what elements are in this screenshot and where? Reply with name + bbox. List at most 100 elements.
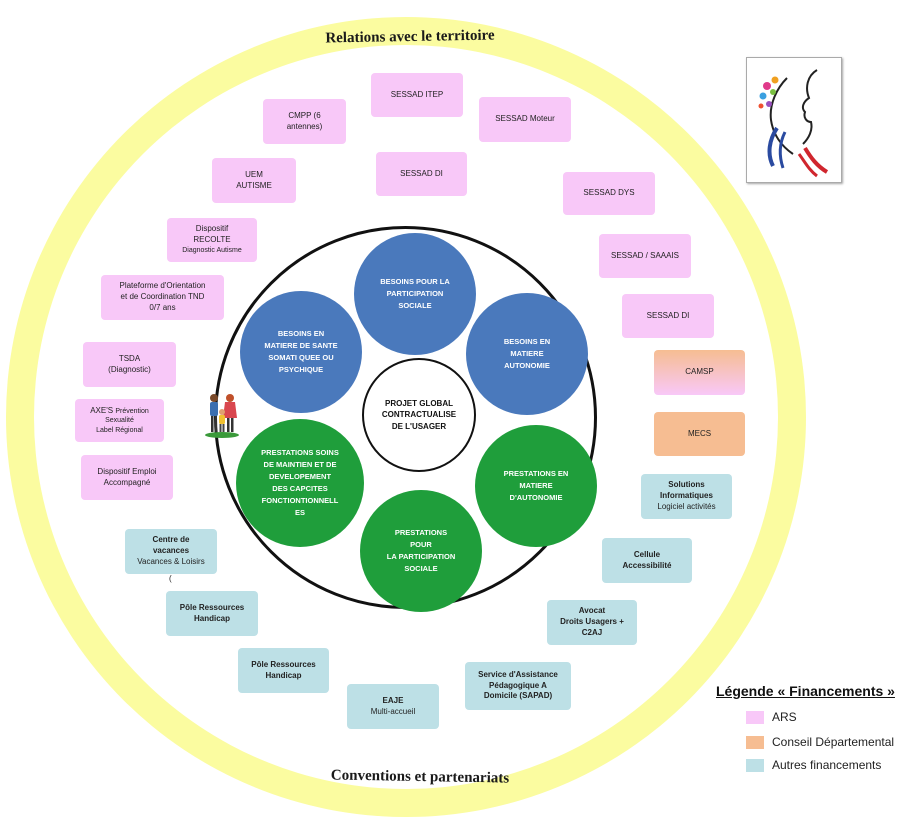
box-line: et de Coordination TND xyxy=(120,292,205,302)
box-line: RECOLTE xyxy=(193,235,231,245)
box-line: CMPP (6 xyxy=(288,110,321,120)
legend-swatch xyxy=(746,758,764,772)
circle-besoins-sante: BESOINS EN MATIERE DE SANTE SOMATI QUEE … xyxy=(240,291,362,413)
box-centre-vacances: Centre de vacances Vacances & Loisirs xyxy=(125,529,217,574)
box-pole-ressources-2: Pôle Ressources Handicap xyxy=(238,648,329,693)
box-line: SESSAD / SAAAIS xyxy=(610,250,680,260)
box-solutions-informatiques: Solutions Informatiques Logiciel activit… xyxy=(641,474,732,519)
box-line: EAJE xyxy=(382,695,404,705)
box-axes: AXE'S Prévention Sexualité Label Régiona… xyxy=(75,399,164,442)
box-line: Accompagné xyxy=(103,477,151,487)
circle-line: LA PARTICIPATION xyxy=(386,552,456,561)
box-tsda: TSDA (Diagnostic) xyxy=(83,342,176,387)
circle-line: DES CAPCITES xyxy=(272,484,328,493)
circle-line: AUTONOMIE xyxy=(504,361,550,370)
box-line: Service d'Assistance xyxy=(478,669,558,679)
box-sessad-di-top: SESSAD DI xyxy=(376,152,467,196)
logo xyxy=(746,57,842,183)
circle-line: PRESTATIONS EN xyxy=(503,469,569,478)
box-plateforme-tnd: Plateforme d'Orientation et de Coordinat… xyxy=(101,275,224,320)
box-line: Solutions xyxy=(668,480,705,490)
circle-line: MATIERE xyxy=(510,349,544,358)
box-subline: Vacances & Loisirs xyxy=(137,556,205,566)
box-line: MECS xyxy=(687,428,712,438)
circle-line: PSYCHIQUE xyxy=(278,365,324,374)
circle-line: FONCTIONTIONNELL xyxy=(261,496,339,505)
box-avocat: Avocat Droits Usagers + C2AJ xyxy=(547,600,637,645)
circle-line: BESOINS POUR LA xyxy=(380,277,450,286)
box-sessad-itep: SESSAD ITEP xyxy=(371,73,463,117)
circle-besoins-autonomie: BESOINS EN MATIERE AUTONOMIE xyxy=(466,293,588,415)
box-line: SESSAD Moteur xyxy=(495,114,555,124)
circle-line: DE MAINTIEN ET DE xyxy=(263,460,337,469)
circle-line: DEVELOPEMENT xyxy=(268,472,332,481)
box-sessad-moteur: SESSAD Moteur xyxy=(479,97,571,142)
legend-item-ars: ARS xyxy=(746,710,797,724)
circle-line: POUR xyxy=(410,540,432,549)
box-line: vacances xyxy=(152,546,190,556)
box-line: 0/7 ans xyxy=(149,302,176,312)
box-line: Pôle Ressources xyxy=(251,659,316,669)
box-line: SESSAD DI xyxy=(400,168,443,178)
circle-line: PRESTATIONS SOINS xyxy=(261,448,339,457)
box-pole-ressources-1: Pôle Ressources Handicap xyxy=(166,591,258,636)
box-line: AUTISME xyxy=(236,180,272,190)
box-line: SESSAD ITEP xyxy=(390,89,444,99)
box-cmpp: CMPP (6 antennes) xyxy=(263,99,346,144)
box-line: Plateforme d'Orientation xyxy=(119,281,206,291)
box-subline: Prévention xyxy=(115,407,149,415)
box-sessad-dys: SESSAD DYS xyxy=(563,172,655,215)
box-line: C2AJ xyxy=(581,627,603,637)
box-line: Accessibilité xyxy=(622,560,672,570)
box-subline: Logiciel activités xyxy=(657,501,716,511)
legend-label: Conseil Départemental xyxy=(772,735,895,749)
legend-label: ARS xyxy=(772,710,797,724)
box-sessad-saaais: SESSAD / SAAAIS xyxy=(599,234,691,278)
center-line: DE L'USAGER xyxy=(391,421,447,431)
box-line: Dispositif xyxy=(195,224,229,234)
circle-prestations-participation: PRESTATIONS POUR LA PARTICIPATION SOCIAL… xyxy=(360,490,482,612)
box-line: CAMSP xyxy=(685,367,714,377)
box-line: TSDA xyxy=(118,353,141,363)
box-uem-autisme: UEM AUTISME xyxy=(212,158,296,203)
circle-line: PRESTATIONS xyxy=(394,528,448,537)
center-line: PROJET GLOBAL xyxy=(384,399,453,409)
legend-title: Légende « Financements » xyxy=(716,683,895,699)
box-line: Pôle Ressources xyxy=(179,602,245,612)
box-line: Droits Usagers + xyxy=(560,617,624,627)
box-sessad-di: SESSAD DI xyxy=(622,294,714,338)
circle-line: SOMATI QUEE OU xyxy=(268,353,334,362)
box-line: Cellule xyxy=(633,549,661,559)
circle-line: BESOINS EN xyxy=(503,337,551,346)
box-line: Pédagogique A xyxy=(489,680,547,690)
box-line: SESSAD DI xyxy=(646,310,690,320)
circle-prestations-autonomie: PRESTATIONS EN MATIERE D'AUTONOMIE xyxy=(475,425,597,547)
circle-line: SOCIALE xyxy=(404,564,438,573)
circle-line: D'AUTONOMIE xyxy=(509,493,563,502)
box-eaje: EAJE Multi-accueil xyxy=(347,684,439,729)
legend-item-autres-financements: Autres financements xyxy=(746,758,881,772)
box-line: antennes) xyxy=(286,121,323,131)
box-line: UEM xyxy=(245,169,263,179)
family-icon xyxy=(205,394,239,438)
legend-item-conseil-departemental: Conseil Départemental xyxy=(746,735,894,749)
box-line: SESSAD DYS xyxy=(583,188,635,198)
box-sapad: Service d'Assistance Pédagogique A Domic… xyxy=(465,662,571,710)
legend-label: Autres financements xyxy=(772,758,882,772)
circle-line: PARTICIPATION xyxy=(386,289,444,298)
box-line: Informatiques xyxy=(660,491,713,501)
box-camsp: CAMSP xyxy=(654,350,745,395)
box-line: Centre de xyxy=(152,535,190,545)
box-line: Handicap xyxy=(265,670,302,680)
circle-prestations-soins: PRESTATIONS SOINS DE MAINTIEN ET DE DEVE… xyxy=(236,419,364,547)
center-projet-global: PROJET GLOBAL CONTRACTUALISE DE L'USAGER xyxy=(362,358,476,472)
box-subline: Multi-accueil xyxy=(370,706,416,716)
circle-line: SOCIALE xyxy=(398,301,432,310)
box-mecs: MECS xyxy=(654,412,745,456)
box-line: Avocat xyxy=(578,606,606,616)
circle-line: MATIERE xyxy=(519,481,553,490)
box-line: Dispositif Emploi xyxy=(97,466,157,476)
box-subline: Sexualité xyxy=(105,417,134,425)
box-line: (Diagnostic) xyxy=(108,364,151,374)
circle-line: BESOINS EN xyxy=(277,329,325,338)
